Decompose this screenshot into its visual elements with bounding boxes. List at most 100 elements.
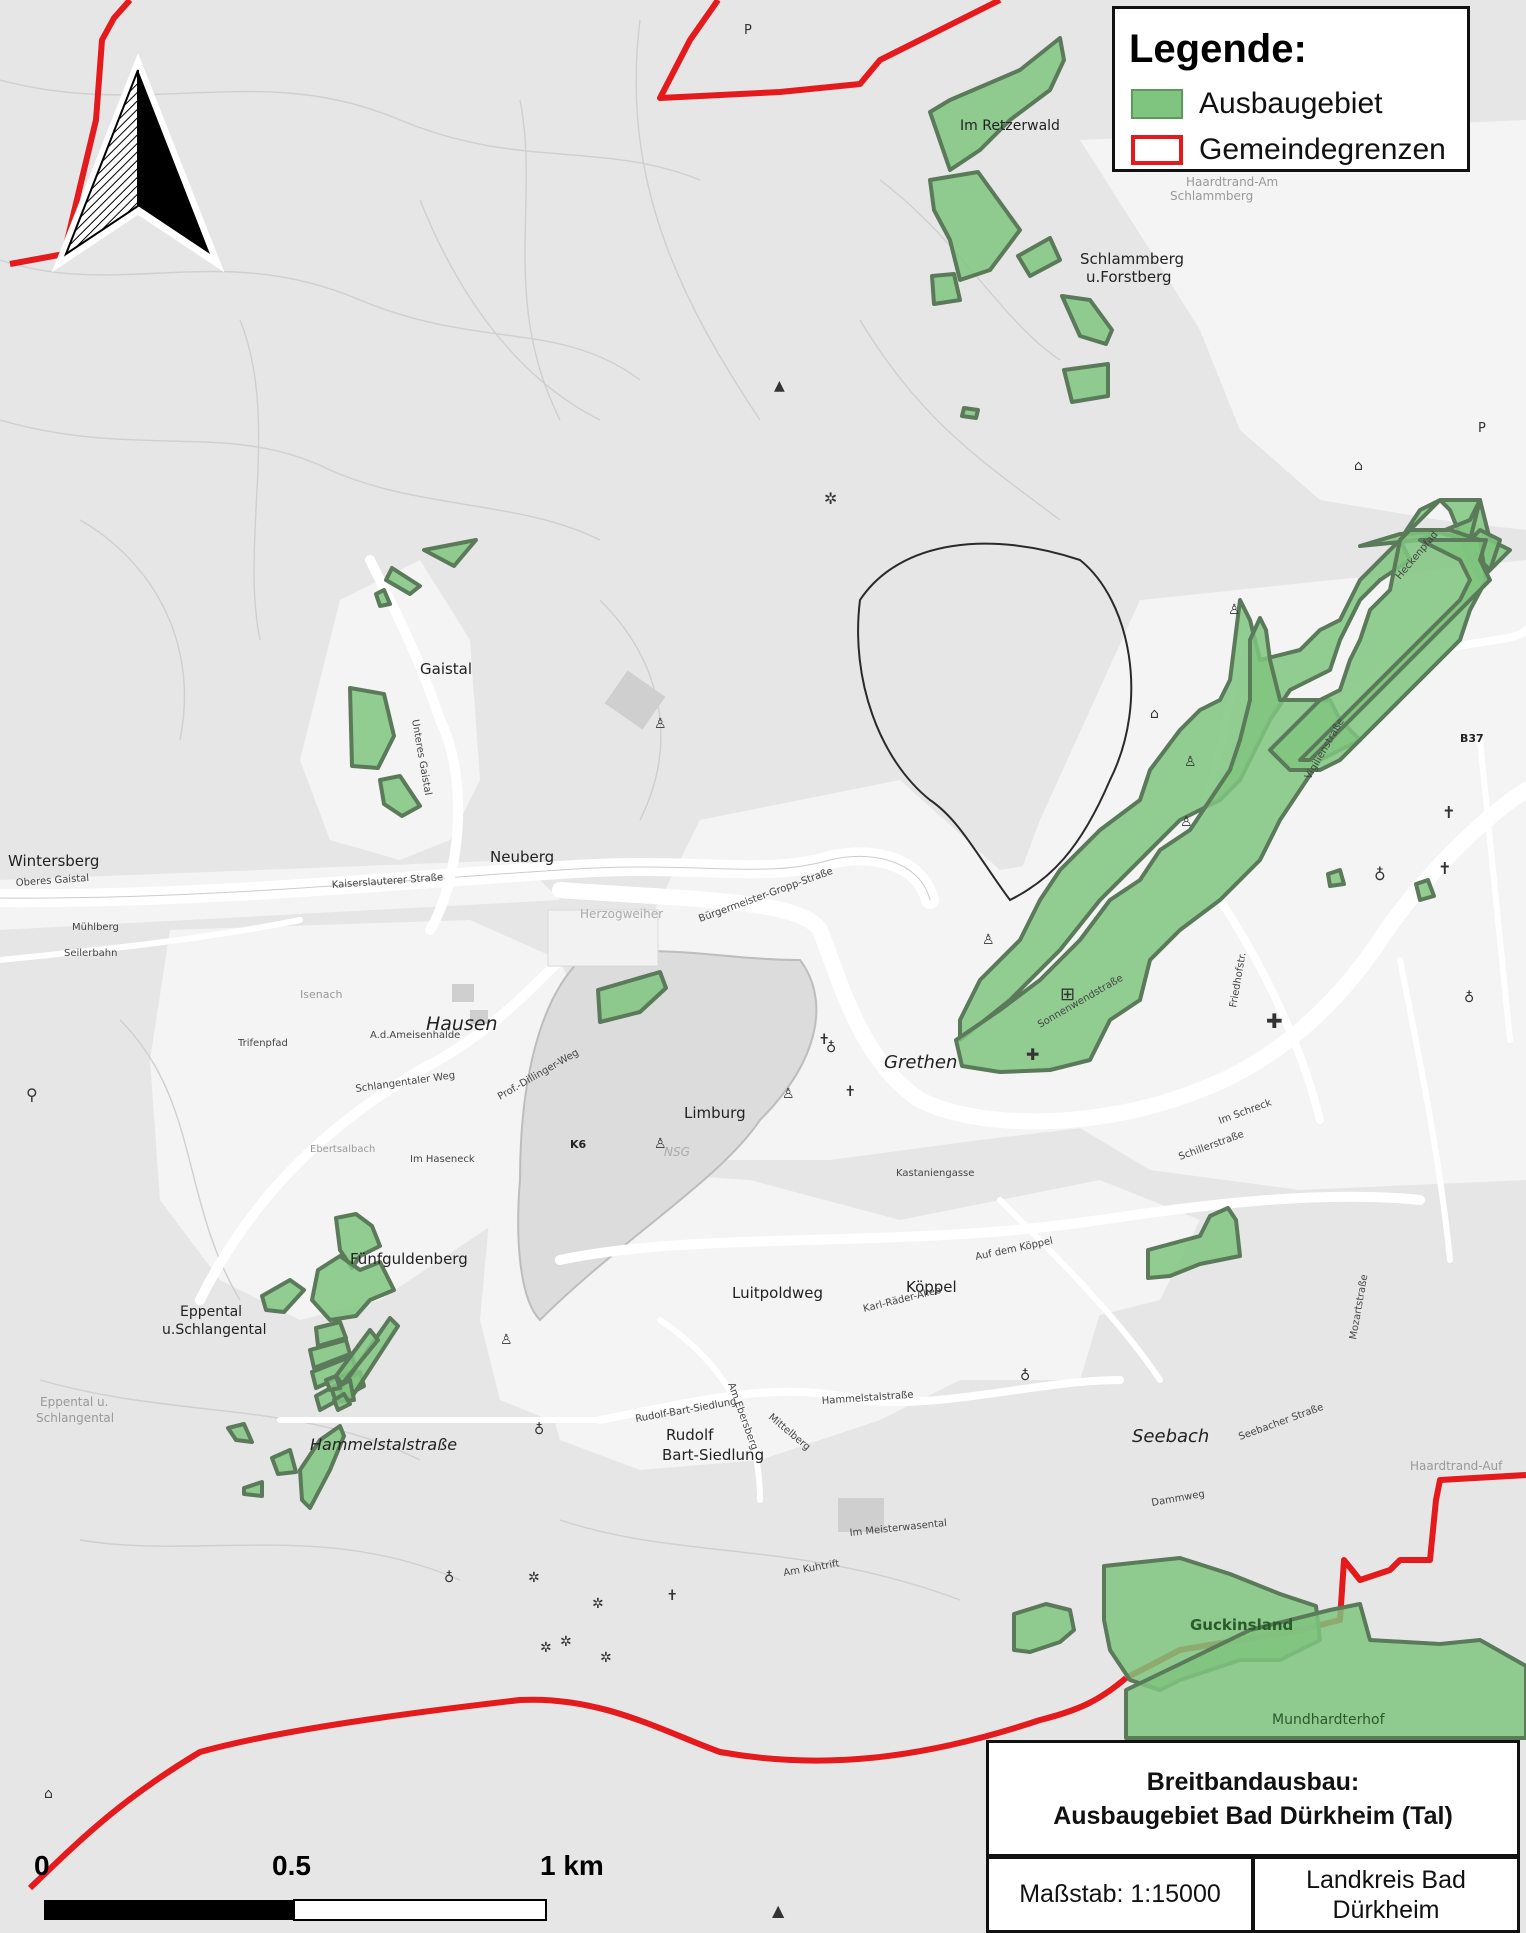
area-heckenpfad-east [1298,538,1492,762]
street-kastaniengasse: Kastaniengasse [896,1168,974,1179]
legend-box: Legende: Ausbaugebiet Gemeindegrenzen [1112,6,1470,172]
svg-text:▲: ▲ [772,1901,785,1920]
label-rudolf: Rudolf [666,1426,714,1444]
map-title-box: Breitbandausbau: Ausbaugebiet Bad Dürkhe… [986,1740,1520,1857]
area-hammelstal-dot [242,1480,264,1498]
area-strip-1 [314,1320,348,1348]
label-hammelstalstrasse: Hammelstalstraße [310,1435,457,1454]
legend-swatch-ausbaugebiet [1131,89,1183,119]
label-schlangental-small: Schlangental [36,1411,114,1425]
label-k6: K6 [570,1138,587,1151]
map-title-line1: Breitbandausbau: [1146,1767,1360,1796]
label-isenach: Isenach [300,988,343,1001]
area-gaistal-south [378,774,422,818]
svg-text:🕇: 🕇 [1444,803,1454,822]
area-gaistal-main [348,686,396,770]
label-schlammberg: Schlammberg [1080,250,1184,268]
legend-label-gemeindegrenzen: Gemeindegrenzen [1199,133,1446,166]
svg-text:⊞: ⊞ [1060,984,1075,1005]
svg-text:♙: ♙ [1180,814,1193,830]
svg-text:P: P [1478,421,1486,436]
svg-text:✲: ✲ [560,1634,572,1650]
area-hammelstal-east [298,1424,346,1510]
svg-text:✲: ✲ [592,1596,604,1612]
svg-text:♁: ♁ [1374,865,1386,884]
area-forstberg-south [1062,362,1110,404]
street-ebertsalbach: Ebertsalbach [310,1144,375,1155]
svg-text:♙: ♙ [982,932,995,948]
label-im-retzerwald: Im Retzerwald [960,118,1060,134]
area-gaistal-triangle [422,538,478,568]
ausbaugebiet-areas [226,36,1526,1740]
svg-text:✲: ✲ [540,1640,552,1656]
label-bart-siedlung: Bart-Siedlung [662,1446,764,1464]
area-schlammberg-small [930,272,962,306]
label-schlammberg-small: Schlammberg [1170,189,1253,203]
street-ameisenhalde: A.d.Ameisenhalde [370,1030,460,1041]
label-limburg: Limburg [684,1104,746,1122]
area-hammelstal-west [226,1422,254,1444]
svg-text:🕇: 🕇 [820,1032,828,1048]
label-forstberg: u.Forstberg [1086,268,1172,286]
label-gaistal: Gaistal [420,660,472,678]
area-schillerplatz [1146,1206,1242,1280]
area-mundhardterhof [1124,1602,1526,1740]
area-schlammberg-west [928,170,1022,282]
map-title-line2: Ausbaugebiet Bad Dürkheim (Tal) [1053,1801,1453,1830]
street-trifenpfad: Trifenpfad [237,1038,288,1049]
map-symbols: ▲ ✲ ♙ ♙ ♙ ♙ ♙ ♙ ⌂ ♙ ♙ ✚ 🕇 ♁ ♁ 🕇 ⊞ ⌂ P P … [26,23,1486,1920]
label-b37: B37 [1460,732,1484,745]
svg-text:⚲: ⚲ [26,1085,38,1104]
svg-text:▲: ▲ [774,378,785,394]
svg-text:♁: ♁ [1464,990,1474,1006]
scale-text: Maßstab: 1:15000 [1019,1880,1221,1908]
herzogweiher-pond [547,909,659,967]
label-neuberg: Neuberg [490,848,554,866]
label-nsg: NSG [664,1145,690,1159]
area-hammelstal-mid [270,1448,298,1476]
legend-swatch-gemeindegrenzen [1131,135,1183,165]
area-isenach-dot [1326,868,1346,888]
area-strip-8 [332,1392,352,1412]
label-haardtrand-auf: Haardtrand-Auf [1410,1459,1503,1473]
district-box: Landkreis Bad Dürkheim [1252,1856,1520,1933]
area-im-retzerwald [928,36,1066,172]
svg-text:🕇: 🕇 [1440,859,1450,878]
street-seilerbahn: Seilerbahn [64,948,117,959]
svg-text:✲: ✲ [528,1570,540,1586]
label-haardtrand: Haardtrand-Am [1186,175,1278,189]
nature-reserve-outline [857,542,1133,902]
label-seebach: Seebach [1132,1426,1209,1447]
limburg-hill [517,950,818,1322]
svg-text:✲: ✲ [824,489,837,508]
svg-text:♁: ♁ [534,1422,544,1438]
svg-text:⌂: ⌂ [44,1786,53,1802]
district-line2: Dürkheim [1332,1895,1440,1924]
label-u-schlangental: u.Schlangental [162,1322,266,1338]
district-line1: Landkreis Bad [1306,1865,1466,1894]
label-herzogweiher: Herzogweiher [580,907,663,921]
area-gaistal-dot [374,588,392,608]
street-muehlberg: Mühlberg [72,922,119,933]
area-strip-9 [324,1374,342,1392]
label-koeppel: Köppel [906,1278,957,1296]
svg-text:♁: ♁ [444,1570,454,1586]
svg-text:♙: ♙ [500,1332,513,1348]
label-eppental: Eppental [180,1304,242,1320]
svg-text:♁: ♁ [826,1040,836,1056]
label-fuenfguldenberg: Fünfguldenberg [350,1250,468,1268]
area-forstberg [1060,294,1114,346]
label-eppental-u: Eppental u. [40,1395,108,1409]
area-fuenfguldenberg-west [260,1278,306,1314]
svg-text:♙: ♙ [782,1086,795,1102]
street-haseneck: Im Haseneck [410,1154,475,1165]
contour-lines [0,19,1061,1601]
svg-text:🕇: 🕇 [846,1084,854,1100]
label-luitpoldweg: Luitpoldweg [732,1284,823,1302]
area-fuenfguldenberg-north [334,1212,382,1270]
label-guckinsland: Guckinsland [1190,1616,1293,1634]
north-arrow-icon [51,53,225,273]
svg-text:P: P [744,23,752,38]
scalebar-label-1km: 1 km [540,1850,604,1881]
